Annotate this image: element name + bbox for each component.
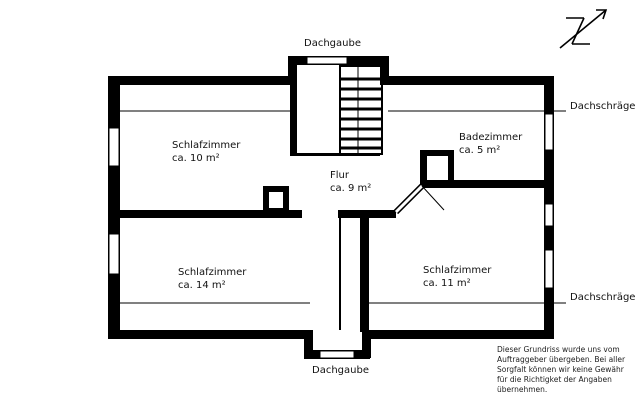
disclaimer-text: Dieser Grundriss wurde uns vom Auftragge… (497, 345, 637, 395)
room-name: Badezimmer (459, 132, 523, 143)
room-area: ca. 10 m² (172, 153, 220, 164)
windows (108, 56, 554, 359)
dachschraege-top-label: Dachschräge (570, 101, 636, 112)
room-area: ca. 9 m² (330, 183, 372, 194)
room-name: Schlafzimmer (178, 267, 247, 278)
dachgaube-top-label: Dachgaube (304, 38, 361, 49)
room-area: ca. 11 m² (423, 278, 471, 289)
room-schlafzimmer-1: Schlafzimmer ca. 10 m² (172, 139, 240, 165)
staircase (339, 65, 383, 155)
roof-slope-lines (120, 110, 566, 304)
disclaimer-line: übernehmen. (497, 385, 548, 394)
outer-walls (108, 56, 554, 359)
disclaimer-line: Dieser Grundriss wurde uns vom (497, 345, 620, 354)
interior-walls (120, 84, 548, 332)
dachschraege-bottom-label: Dachschräge (570, 292, 636, 303)
disclaimer-line: Sorgfalt können wir keine Gewähr (497, 365, 624, 374)
room-area: ca. 5 m² (459, 145, 501, 156)
room-name: Schlafzimmer (423, 265, 492, 276)
room-name: Schlafzimmer (172, 140, 241, 151)
north-arrow-icon (559, 9, 608, 49)
bathroom-door (393, 183, 445, 215)
disclaimer-line: Auftraggeber übergeben. Bei aller (497, 355, 626, 364)
room-area: ca. 14 m² (178, 280, 226, 291)
room-schlafzimmer-2: Schlafzimmer ca. 14 m² (178, 266, 246, 292)
room-schlafzimmer-3: Schlafzimmer ca. 11 m² (423, 264, 491, 290)
dachgaube-bottom-label: Dachgaube (312, 365, 369, 376)
disclaimer-line: für die Richtigket der Angaben (497, 375, 612, 384)
room-name: Flur (330, 170, 349, 181)
room-flur: Flur ca. 9 m² (330, 169, 371, 195)
room-badezimmer: Badezimmer ca. 5 m² (459, 131, 522, 157)
